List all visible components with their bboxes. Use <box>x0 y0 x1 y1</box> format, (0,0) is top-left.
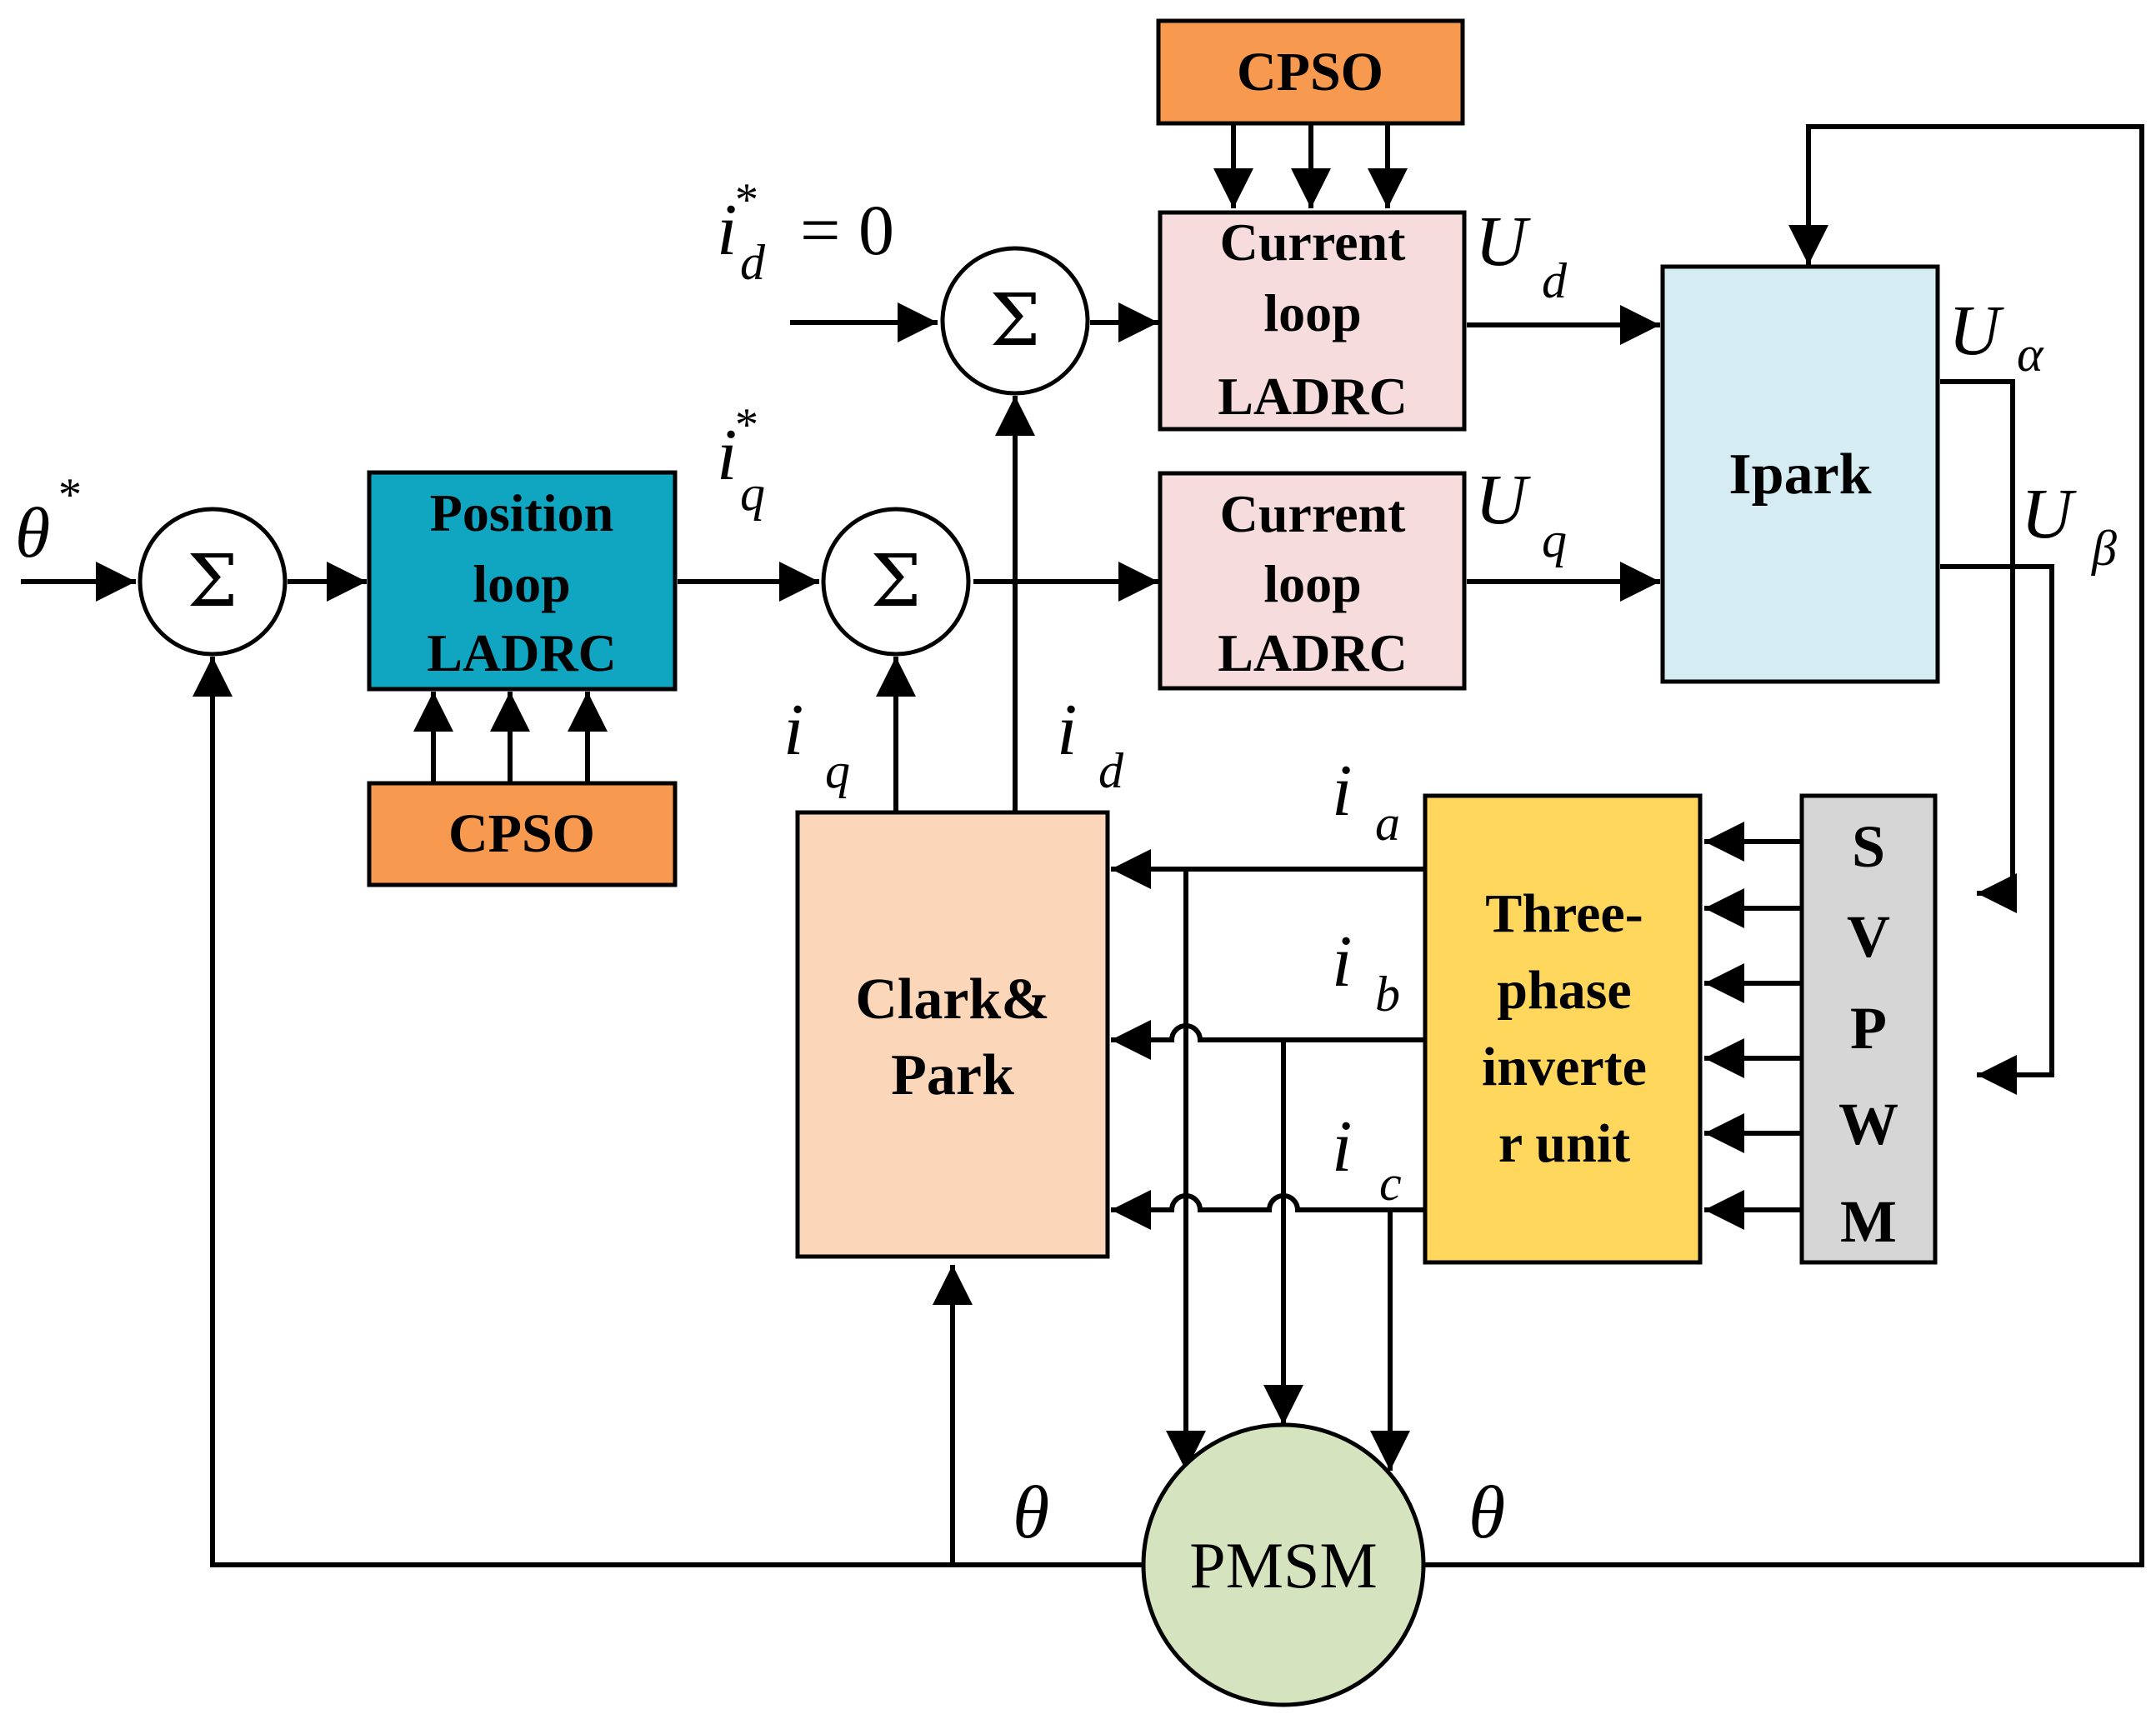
id-feedback-label: i d <box>1057 690 1124 798</box>
inverter-line3: inverte <box>1482 1037 1647 1097</box>
iq-ref-sup: * <box>735 399 758 451</box>
ualpha-label: U α <box>1948 290 2044 382</box>
summing-junction-d: Σ <box>940 246 1090 396</box>
uq-sub: q <box>1542 512 1567 567</box>
ubeta-sub: β <box>2091 521 2117 576</box>
inverter-line2: phase <box>1497 960 1631 1021</box>
svpwm-letter-p: P <box>1850 995 1887 1062</box>
id-sub: d <box>1098 743 1124 798</box>
clark-park-line1: Clark& <box>855 967 1049 1032</box>
iq-ref-base: i <box>717 415 737 496</box>
id-ref-base: i <box>717 190 737 271</box>
ib-sub: b <box>1375 967 1400 1022</box>
theta-feedback-ipark-wire <box>1425 124 2144 1567</box>
theta-right-label: θ <box>1468 1472 1505 1554</box>
ud-label: U d <box>1475 201 1568 308</box>
inverter-line4: r unit <box>1498 1113 1630 1174</box>
current-loop-d-block: Current loop LADRC <box>1158 210 1467 432</box>
theta-ref-label: θ * <box>15 469 82 572</box>
ualpha-sub: α <box>2017 327 2044 382</box>
ualpha-wire <box>1940 379 2017 913</box>
ud-base: U <box>1475 201 1531 281</box>
current-loop-q-line3: LADRC <box>1218 623 1408 682</box>
ic-sub: c <box>1379 1156 1402 1211</box>
pmsm-label: PMSM <box>1189 1529 1377 1602</box>
current-loop-q-block: Current loop LADRC <box>1158 471 1467 691</box>
ipark-block: Ipark <box>1660 264 1940 684</box>
signal-wires <box>21 123 2144 1567</box>
inverter-line1: Three- <box>1485 883 1643 944</box>
svpwm-letter-w: W <box>1838 1091 1898 1157</box>
cpso-top-label: CPSO <box>1237 42 1383 102</box>
sigma-symbol: Σ <box>871 540 922 623</box>
ubeta-label: U β <box>2021 473 2117 576</box>
position-loop-block: Position loop LADRC <box>367 470 678 692</box>
position-loop-line3: LADRC <box>427 623 617 682</box>
uq-label: U q <box>1475 459 1567 567</box>
current-loop-d-line1: Current <box>1220 212 1406 272</box>
id-ref-sub: d <box>740 235 766 290</box>
ia-sub: a <box>1375 796 1400 851</box>
ubeta-wire <box>1940 564 2054 1095</box>
ic-wire <box>1111 1190 1427 1230</box>
ubeta-base: U <box>2021 473 2077 553</box>
theta-ref-sup: * <box>58 469 82 521</box>
current-loop-d-line2: loop <box>1263 283 1361 342</box>
inverter-block: Three- phase inverte r unit <box>1423 793 1703 1265</box>
pmsm-motor: PMSM <box>1141 1422 1426 1707</box>
position-loop-line1: Position <box>430 483 613 542</box>
summing-junction-position: Σ <box>138 507 288 657</box>
cpso-bottom-block: CPSO <box>367 781 678 887</box>
iq-sub: q <box>825 743 850 798</box>
ud-sub: d <box>1542 253 1568 308</box>
ib-label: i b <box>1332 922 1400 1022</box>
id-base: i <box>1057 690 1077 771</box>
cpso-bottom-label: CPSO <box>448 803 595 864</box>
iq-base: i <box>783 690 803 771</box>
svpwm-letter-v: V <box>1847 903 1890 970</box>
ic-base: i <box>1332 1107 1352 1187</box>
ia-label: i a <box>1332 751 1400 851</box>
theta-ref-base: θ <box>15 492 50 572</box>
clark-park-line2: Park <box>891 1043 1014 1107</box>
svpwm-letter-m: M <box>1840 1188 1897 1255</box>
current-loop-d-line3: LADRC <box>1218 367 1408 426</box>
ib-wire <box>1111 1020 1427 1060</box>
theta-feedback-sum1-wire <box>193 657 1142 1567</box>
svpwm-letter-s: S <box>1852 813 1885 880</box>
iq-ref-label: i q * <box>717 399 765 521</box>
ipark-label: Ipark <box>1728 442 1871 507</box>
ualpha-base: U <box>1948 290 2004 370</box>
theta-left-label: θ <box>1013 1472 1049 1554</box>
current-loop-q-line2: loop <box>1263 554 1361 613</box>
summing-junction-q: Σ <box>821 507 971 657</box>
sigma-symbol: Σ <box>188 540 238 623</box>
cpso-top-block: CPSO <box>1156 18 1465 126</box>
position-loop-line2: loop <box>473 554 570 613</box>
id-ref-label: i d * = 0 <box>717 174 894 290</box>
id-ref-eq: = 0 <box>800 190 894 270</box>
ia-base: i <box>1332 751 1352 832</box>
current-loop-q-line1: Current <box>1220 484 1406 543</box>
iq-feedback-label: i q <box>783 690 850 798</box>
iq-ref-sub: q <box>740 466 765 521</box>
sigma-symbol: Σ <box>990 279 1041 362</box>
svpwm-block: S V P W M <box>1799 793 1938 1265</box>
ic-label: i c <box>1332 1107 1402 1211</box>
id-ref-sup: * <box>735 174 758 226</box>
uq-base: U <box>1475 459 1531 539</box>
ib-base: i <box>1332 922 1352 1002</box>
clark-park-block: Clark& Park <box>795 810 1110 1259</box>
